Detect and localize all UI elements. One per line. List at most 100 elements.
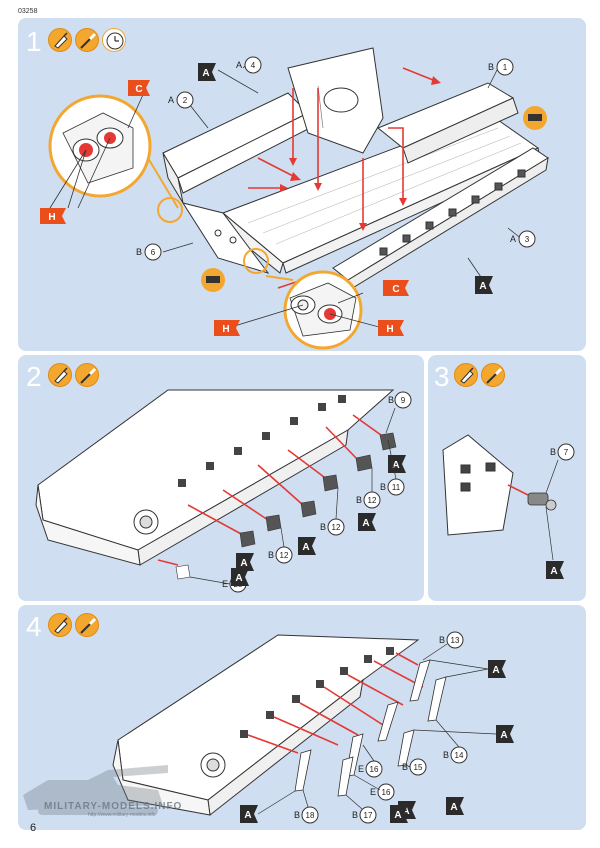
glue-tube-icon [48, 363, 72, 387]
svg-text:14: 14 [455, 751, 464, 760]
torsion-arms [294, 659, 447, 797]
svg-text:13: 13 [451, 636, 460, 645]
svg-text:B: B [443, 750, 449, 760]
part-callout-b9: B 9 [388, 391, 412, 409]
svg-text:3: 3 [525, 235, 530, 244]
svg-text:A: A [202, 68, 209, 79]
svg-text:C: C [135, 84, 142, 95]
hull-lower-rail [332, 147, 549, 293]
watermark-text: MILITARY-MODELS.INFO [44, 801, 183, 812]
assembly-arrows [247, 652, 424, 754]
flag-a: A [496, 725, 514, 743]
svg-text:A: A [450, 802, 457, 813]
svg-text:B: B [550, 447, 556, 457]
svg-text:A: A [392, 460, 399, 471]
leader-lines [189, 407, 397, 585]
tag-h: H [214, 320, 240, 336]
svg-text:E: E [370, 787, 376, 797]
svg-text:15: 15 [414, 763, 423, 772]
svg-text:7: 7 [564, 448, 569, 457]
flag-a: A [388, 455, 406, 473]
paint-brush-icon [75, 28, 99, 52]
assembly-arrow [507, 484, 529, 496]
suspension-mounts [178, 395, 346, 487]
paint-brush-icon [75, 363, 99, 387]
page-number: 6 [30, 822, 37, 834]
svg-text:18: 18 [306, 811, 315, 820]
glue-tube-icon [454, 363, 478, 387]
callout-line-right [265, 275, 294, 281]
idler-arm-part [527, 492, 557, 511]
flag-a: A [488, 660, 506, 678]
svg-text:B: B [488, 62, 494, 72]
tag-h: H [378, 320, 404, 336]
callout-ring-left [157, 197, 183, 223]
flag-a: A [240, 805, 258, 823]
svg-text:12: 12 [332, 523, 341, 532]
svg-text:B: B [352, 810, 358, 820]
watermark-tank-logo [23, 765, 168, 815]
tag-h: H [40, 208, 66, 224]
part-callout-b6: B 6 [136, 243, 162, 261]
svg-text:1: 1 [503, 63, 508, 72]
hull-rear-detail [442, 434, 514, 536]
svg-text:H: H [222, 324, 229, 335]
svg-text:B: B [380, 482, 386, 492]
svg-text:A: A [362, 518, 369, 529]
hull-side-right [377, 82, 519, 164]
svg-text:17: 17 [364, 811, 373, 820]
part-callout-b11: B 11 [380, 478, 405, 496]
svg-text:A: A [402, 806, 409, 817]
arrow-heads [280, 76, 441, 231]
part-callout-b14: B 14 [443, 746, 468, 764]
flag-a: A [231, 568, 249, 586]
svg-text:A: A [492, 665, 499, 676]
part-callout-e16: E 16 [370, 783, 395, 801]
svg-text:A: A [394, 810, 401, 821]
part-callout-a4: A 4 [236, 56, 262, 74]
step-3-number: 3 [434, 361, 450, 392]
callout-ring-right [243, 248, 269, 274]
step-1-number: 1 [26, 26, 42, 57]
svg-text:B: B [402, 762, 408, 772]
part-callout-b17: B 17 [352, 806, 377, 824]
hull-rear-plate [181, 202, 270, 274]
part-callout-b12: B 12 [356, 491, 381, 509]
svg-text:E: E [358, 764, 364, 774]
watermark-url: http://www.military-models.info [88, 812, 156, 818]
svg-text:B: B [268, 550, 274, 560]
svg-text:12: 12 [368, 496, 377, 505]
svg-text:B: B [320, 522, 326, 532]
flag-a: A [358, 513, 376, 531]
hull-body [35, 389, 395, 566]
paint-brush-icon [481, 363, 505, 387]
svg-text:6: 6 [151, 248, 156, 257]
bulkhead-plate [287, 47, 384, 154]
svg-text:2: 2 [183, 96, 188, 105]
tag-c: C [383, 280, 409, 296]
part-callout-e16: E 16 [358, 760, 383, 778]
svg-text:A: A [479, 281, 486, 292]
flag-a: A [546, 561, 564, 579]
svg-text:B: B [439, 635, 445, 645]
suspension-mounts [240, 647, 394, 738]
callout-line-left [147, 157, 179, 209]
paint-chip-icon [201, 268, 225, 292]
part-callout-b12: B 12 [320, 518, 345, 536]
step-3-panel: 3 B 7 A [428, 355, 586, 601]
step-2-number: 2 [26, 361, 42, 392]
detail-circle-left [48, 94, 152, 198]
paint-chip-icon [523, 106, 547, 130]
step-1-panel: 1 [18, 18, 586, 351]
svg-text:B: B [294, 810, 300, 820]
svg-text:A: A [236, 60, 242, 70]
svg-text:A: A [244, 810, 251, 821]
part-callout-b12: B 12 [268, 546, 293, 564]
flag-a: A [475, 276, 493, 294]
page-code: 03258 [18, 8, 38, 15]
flag-a: A [390, 805, 408, 823]
paint-brush-icon [75, 613, 99, 637]
leader-lines [257, 643, 497, 815]
clock-icon [102, 28, 126, 52]
leader-lines [545, 459, 559, 561]
